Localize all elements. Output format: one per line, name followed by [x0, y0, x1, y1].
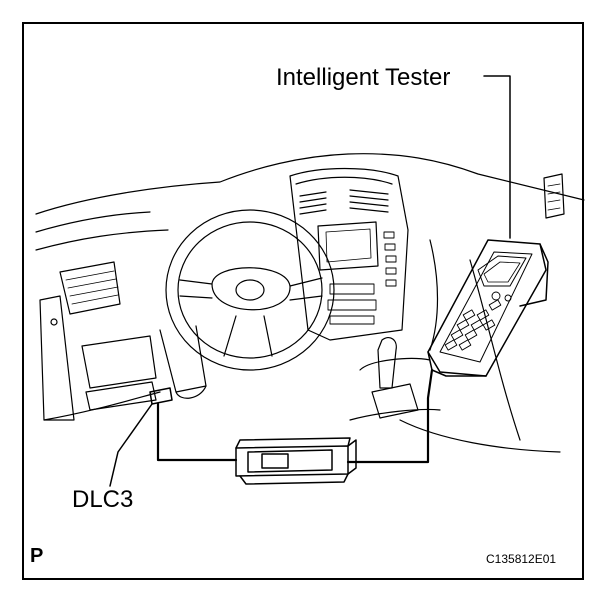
display-screen	[317, 221, 379, 271]
steering-column	[175, 385, 207, 399]
tester-device	[427, 239, 549, 377]
lower-left-panel	[85, 381, 157, 411]
console-buttons	[327, 231, 397, 325]
dlc3-leader-line	[109, 403, 153, 487]
figure-frame	[22, 22, 584, 580]
dashboard-contour	[429, 239, 439, 351]
dashboard-contour	[399, 419, 561, 453]
lower-left-panel	[43, 391, 161, 421]
steering-wheel-hub	[235, 279, 265, 301]
dlc3-label: DLC3	[72, 486, 134, 513]
cable	[156, 402, 238, 462]
cable	[346, 368, 434, 464]
dlc3-connector	[149, 387, 173, 405]
steering-column	[159, 325, 207, 393]
display-screen	[325, 228, 372, 263]
steering-wheel-spoke	[289, 277, 323, 301]
dashboard-contour	[469, 259, 521, 441]
left-vent	[59, 261, 121, 315]
panel-knob	[50, 318, 58, 326]
center-console	[295, 176, 393, 185]
lower-left-panel	[39, 295, 75, 421]
tester-keypad	[444, 299, 502, 351]
figure-code: C135812E01	[486, 552, 557, 566]
steering-wheel-spoke	[223, 315, 273, 357]
steering-wheel-hub	[211, 267, 291, 311]
steering-wheel	[165, 209, 335, 371]
corner-mark: P	[30, 545, 44, 567]
steering-wheel	[177, 221, 323, 359]
lower-left-panel	[81, 335, 157, 389]
dashboard-contour	[35, 211, 151, 233]
adapter-box	[235, 437, 357, 485]
right-vent	[543, 173, 565, 219]
steering-wheel-spoke	[179, 279, 213, 299]
tester-leader-line	[483, 75, 511, 239]
dashboard-contour	[35, 153, 585, 215]
dashboard-contour	[35, 229, 169, 251]
center-vent	[299, 189, 389, 215]
gear-shifter	[349, 337, 441, 421]
center-console	[289, 167, 409, 341]
tester-label: Intelligent Tester	[276, 64, 451, 91]
